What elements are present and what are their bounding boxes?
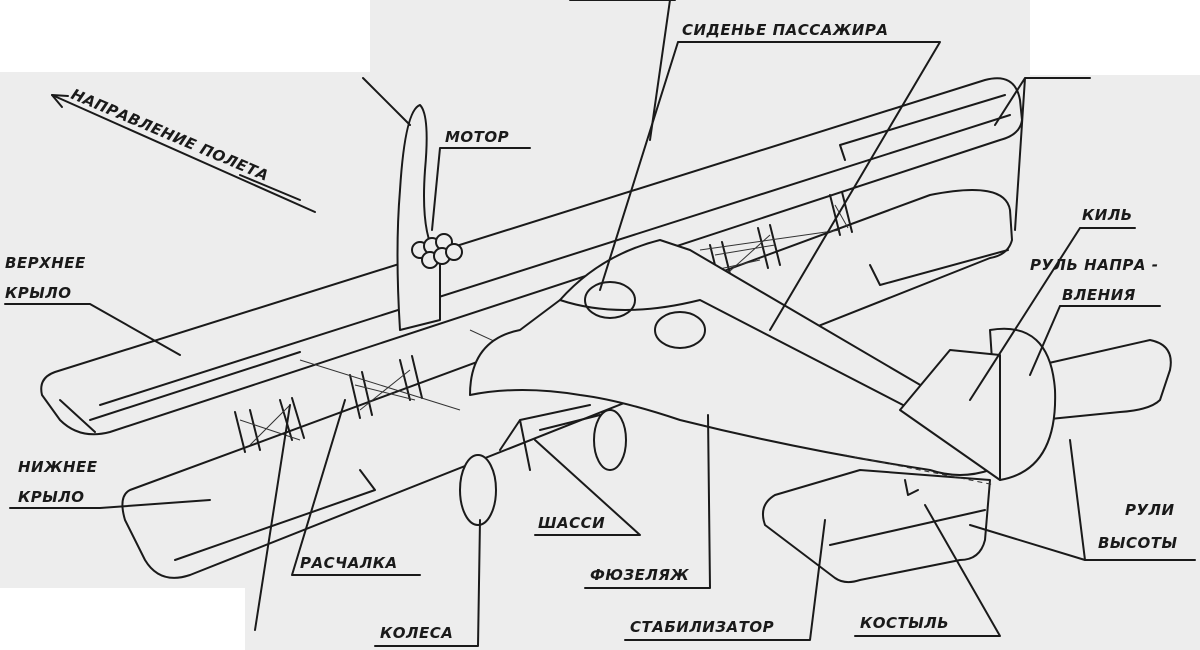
passenger-seat-front [584,281,636,319]
label-tail-skid: КОСТЫЛЬ [860,614,949,632]
elevator-right [1039,339,1172,421]
label-elevators-1: РУЛИ [1125,501,1175,519]
label-lower-wing-2: КРЫЛО [18,488,85,506]
upper-wing [40,77,1023,436]
motor-cylinders [411,233,463,269]
wheel-left [459,454,497,526]
label-motor: МОТОР [445,128,509,146]
label-upper-wing-2: КРЫЛО [5,284,72,302]
label-bracing-wire: РАСЧАЛКА [300,554,398,572]
label-landing-gear: ШАССИ [538,514,605,532]
propeller [396,104,441,331]
flight-direction-arrow [51,94,316,213]
tail-unit [762,327,1172,584]
wheel-right [593,409,627,471]
label-wheels: КОЛЕСА [380,624,453,642]
label-fin: КИЛЬ [1082,206,1133,224]
rudder [989,327,1057,481]
label-elevators-2: ВЫСОТЫ [1098,534,1178,552]
label-rudder-1: РУЛЬ НАПРА - [1030,256,1158,274]
label-stabilizer: СТАБИЛИЗАТОР [630,618,774,636]
label-passenger-seat: СИДЕНЬЕ ПАССАЖИРА [682,21,888,39]
landing-gear [459,404,627,526]
label-lower-wing-1: НИЖНЕЕ [18,458,98,476]
fin [899,349,1001,481]
label-fuselage: ФЮЗЕЛЯЖ [590,566,689,584]
fuselage [469,239,999,476]
label-upper-wing-1: ВЕРХНЕЕ [5,254,86,272]
passenger-seat-rear [654,311,706,349]
label-rudder-2: ВЛЕНИЯ [1062,286,1136,304]
